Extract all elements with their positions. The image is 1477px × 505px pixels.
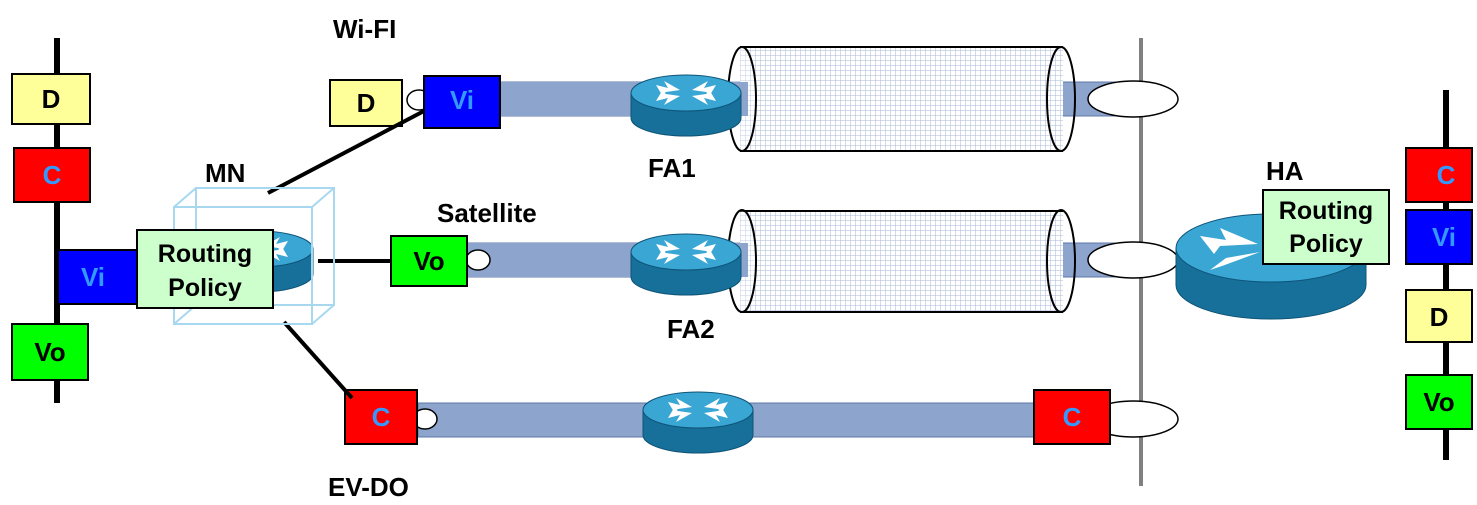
left-stack: D C Vi Vo [11, 73, 141, 381]
wifi-vi-label: Vi [450, 85, 474, 115]
mn-routing-policy-line2: Policy [168, 274, 242, 302]
wifi-tunnel-icon [727, 46, 1076, 152]
satellite-tunnel-icon [727, 209, 1076, 313]
mn-routing-policy-box [136, 229, 274, 309]
left-c-box [13, 147, 91, 203]
mn-link-evdo [282, 320, 354, 400]
wifi-pipe-end-cap [1087, 80, 1179, 118]
ha-routing-policy-box [1262, 189, 1390, 265]
fa1-label: FA1 [648, 153, 696, 183]
right-vi-box [1405, 209, 1473, 265]
left-vi-label: Vi [81, 262, 105, 292]
left-d-label: D [42, 84, 61, 114]
evdo-c-end-label: C [1063, 402, 1082, 432]
left-d-box [11, 73, 91, 125]
right-d-label: D [1430, 302, 1449, 332]
wifi-d-box [329, 79, 403, 127]
wifi-d-label: D [357, 88, 376, 118]
left-vo-box [11, 323, 89, 381]
satellite-pipe-end-cap [1087, 241, 1179, 279]
wifi-vi-box [423, 75, 501, 129]
left-c-label: C [43, 160, 62, 190]
right-vi-label: Vi [1432, 222, 1456, 252]
satellite-path: Vo [390, 209, 1179, 313]
fa1-router-icon [630, 74, 742, 137]
satellite-vo-box [390, 235, 468, 287]
right-vo-label: Vo [1423, 387, 1454, 417]
mn-routing-policy-line1: Routing [158, 240, 252, 268]
evdo-label: EV-DO [328, 472, 409, 502]
ha-routing-policy-line2: Policy [1289, 230, 1363, 258]
right-stack: C Vi D Vo [1405, 147, 1473, 430]
right-vo-box [1405, 374, 1473, 430]
evdo-c-start-label: C [372, 402, 391, 432]
mn-routing-policy: Routing Policy [136, 229, 274, 309]
left-vo-label: Vo [34, 337, 65, 367]
satellite-vo-label: Vo [413, 246, 444, 276]
fa2-label: FA2 [667, 314, 715, 344]
right-c-label: C [1437, 160, 1456, 190]
evdo-c-box-end [1033, 389, 1111, 445]
evdo-path: C C [344, 389, 1179, 454]
wifi-label: Wi-FI [333, 14, 396, 44]
mn-link-wifi [267, 109, 425, 195]
ha-label: HA [1266, 156, 1304, 186]
wifi-path: D Vi [329, 46, 1179, 152]
ha-routing-policy-line1: Routing [1279, 197, 1373, 225]
left-vi-box [57, 249, 141, 305]
mn-label: MN [205, 158, 245, 188]
evdo-router-icon [642, 391, 754, 454]
evdo-c-box-start [344, 389, 418, 445]
right-d-box [1405, 289, 1473, 343]
right-c-box [1405, 147, 1473, 203]
satellite-label: Satellite [437, 198, 537, 228]
fa2-router-icon [630, 233, 742, 296]
ha-routing-policy: Routing Policy [1262, 189, 1390, 265]
